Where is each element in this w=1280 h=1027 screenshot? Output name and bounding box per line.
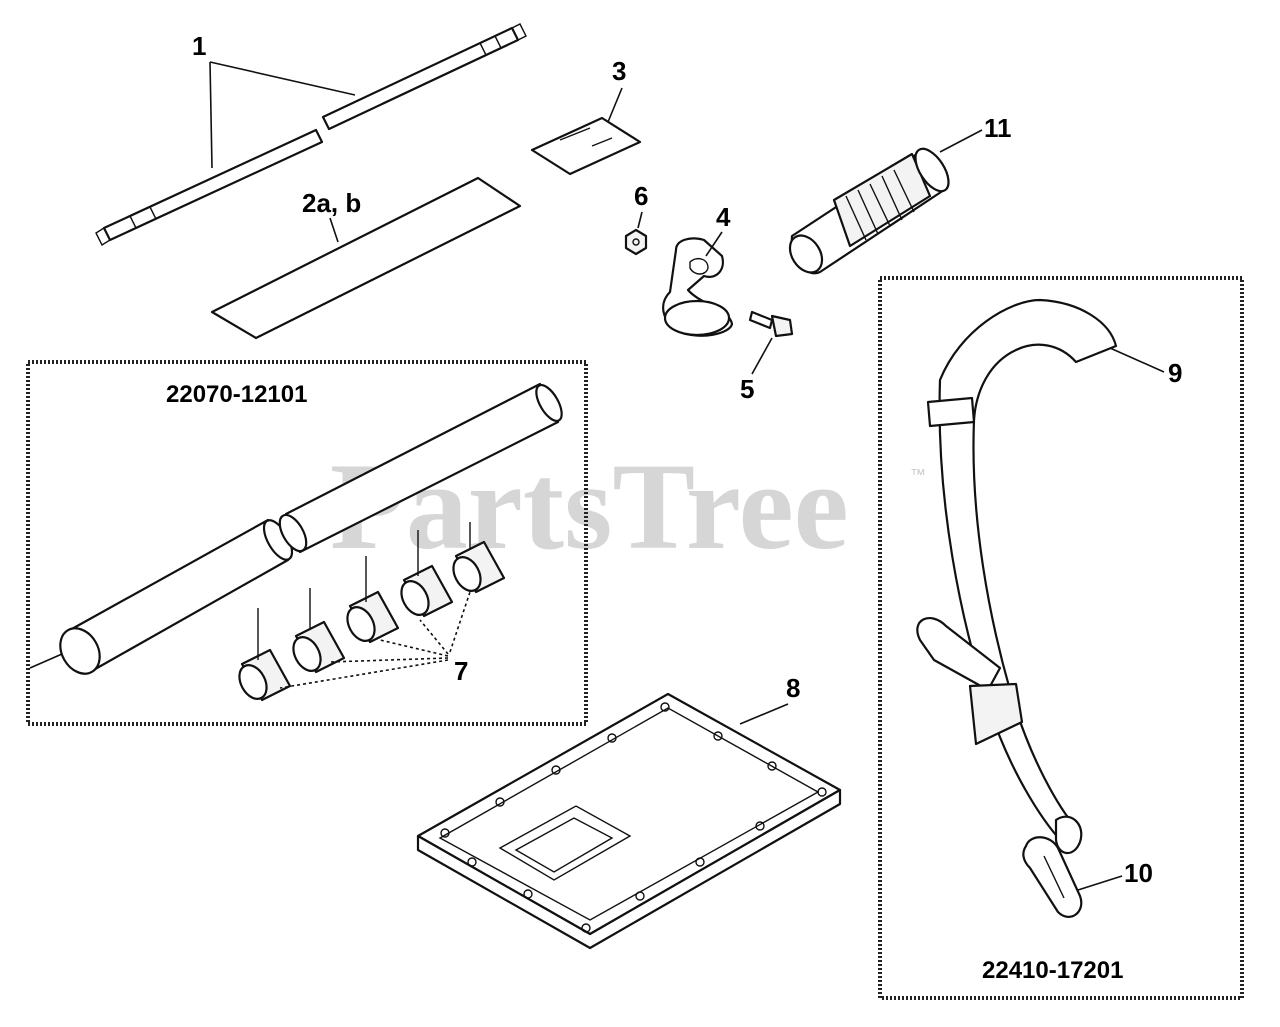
callout-9[interactable]: 9 <box>1109 347 1182 388</box>
part-2-decal[interactable] <box>210 176 522 340</box>
part-3-label[interactable] <box>530 116 642 176</box>
callout-10[interactable]: 10 <box>1077 858 1153 891</box>
callout-label-2: 2a, b <box>302 188 361 218</box>
callout-label-5: 5 <box>740 374 754 404</box>
callout-3[interactable]: 3 <box>607 56 626 123</box>
callout-label-6: 6 <box>634 181 648 211</box>
callout-8[interactable]: 8 <box>739 673 800 725</box>
harness-kit-part-number: 22410-17201 <box>982 957 1123 984</box>
callout-label-1: 1 <box>192 31 206 61</box>
callout-label-10: 10 <box>1124 858 1153 888</box>
harness-kit-box <box>878 276 1244 1000</box>
callout-label-8: 8 <box>786 673 800 703</box>
part-6-nut[interactable] <box>624 228 648 256</box>
callout-label-3: 3 <box>612 56 626 86</box>
callout-7[interactable]: 7 <box>279 591 471 689</box>
part-7-bushings[interactable] <box>234 522 506 704</box>
callout-5[interactable]: 5 <box>740 337 773 404</box>
callout-11[interactable]: 11 <box>939 113 1012 153</box>
part-4-clamp[interactable] <box>662 237 734 337</box>
callout-6[interactable]: 6 <box>634 181 648 229</box>
callout-label-7: 7 <box>454 656 468 686</box>
watermark-trademark: ™ <box>910 467 926 484</box>
part-9-harness-strap[interactable] <box>916 298 1118 844</box>
part-8-tool-bag[interactable] <box>416 692 842 950</box>
part-11-grip[interactable] <box>783 143 955 278</box>
callout-label-9: 9 <box>1168 358 1182 388</box>
callout-1[interactable]: 1 <box>192 31 356 169</box>
callout-label-11: 11 <box>984 113 1012 143</box>
callout-label-4: 4 <box>716 202 731 232</box>
part-10-snap-hook[interactable] <box>1022 815 1083 918</box>
shaft-kit-part-number: 22070-12101 <box>166 381 307 408</box>
part-5-screw[interactable] <box>748 310 794 338</box>
shaft-kit-tubes[interactable] <box>29 381 567 681</box>
part-1-drive-shaft[interactable] <box>95 23 527 247</box>
callout-4[interactable]: 4 <box>705 202 731 257</box>
callout-2[interactable]: 2a, b <box>302 188 361 243</box>
